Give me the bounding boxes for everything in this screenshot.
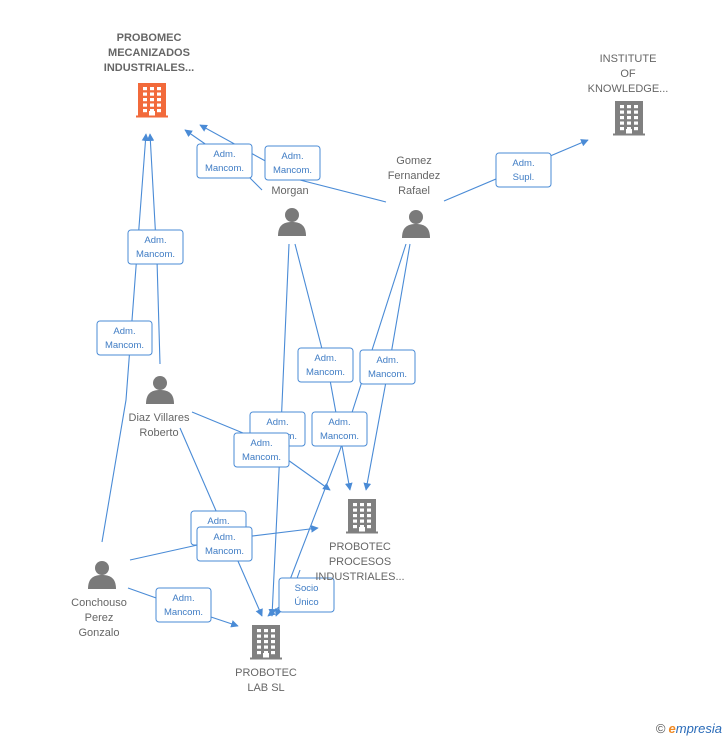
- node-procesos[interactable]: PROBOTEC PROCESOS INDUSTRIALES...: [315, 499, 405, 583]
- node-label-line: Gonzalo: [79, 627, 120, 639]
- edge-label-box: [264, 145, 321, 181]
- node-label-line: Rafael: [398, 185, 430, 197]
- edge-label-7[interactable]: Adm. Mancom.: [359, 349, 416, 385]
- edge-label-box: [359, 349, 416, 385]
- edge-label-text: Adm.: [207, 516, 229, 527]
- edge-label-1[interactable]: Adm. Mancom.: [96, 320, 153, 356]
- node-label-line: OF: [620, 68, 636, 80]
- edge-label-11[interactable]: Adm. Mancom.: [196, 526, 253, 562]
- edge-label-text: Adm.: [213, 149, 235, 160]
- edge-label-9[interactable]: Adm. Mancom.: [233, 432, 290, 468]
- node-label-line: INDUSTRIALES...: [315, 571, 404, 583]
- edge-label-text: Mancom.: [320, 431, 359, 442]
- node-label-line: Conchouso: [71, 597, 127, 609]
- edge-label-box: [297, 347, 354, 383]
- edge-label-box: [127, 229, 184, 265]
- node-label-line: MECANIZADOS: [108, 47, 190, 59]
- person-icon: [278, 208, 306, 236]
- edge-label-text: Adm.: [250, 438, 272, 449]
- edge-label-box: [311, 411, 368, 447]
- edge-label-text: Único: [294, 597, 318, 608]
- edge-label-text: Adm.: [281, 151, 303, 162]
- edge-label-box: [495, 152, 552, 188]
- copyright-symbol: ©: [655, 721, 666, 736]
- building-icon: [136, 83, 168, 118]
- edge-label-text: Mancom.: [136, 249, 175, 260]
- node-label-line: INDUSTRIALES...: [104, 62, 194, 74]
- edge-label-text: Mancom.: [306, 367, 345, 378]
- edge-label-text: Adm.: [328, 417, 350, 428]
- edge-label-text: Socio: [295, 583, 319, 594]
- edge-label-13[interactable]: Adm. Mancom.: [155, 587, 212, 623]
- edge-label-text: Adm.: [314, 353, 336, 364]
- brand-name: mpresia: [675, 721, 722, 736]
- edge-label-text: Mancom.: [273, 165, 312, 176]
- person-icon: [402, 210, 430, 238]
- node-morgan[interactable]: Morgan: [271, 185, 309, 236]
- node-label-line: INSTITUTE: [600, 53, 657, 65]
- edge-label-text: Mancom.: [242, 452, 281, 463]
- node-label-line: Perez: [85, 612, 114, 624]
- edge-label-text: Adm.: [266, 417, 288, 428]
- edge-label-box: [155, 587, 212, 623]
- edge-label-text: Supl.: [513, 172, 535, 183]
- edge-label-text: Adm.: [512, 158, 534, 169]
- edge-label-text: Adm.: [144, 235, 166, 246]
- edge-label-0[interactable]: Adm. Mancom.: [127, 229, 184, 265]
- edge-label-4[interactable]: Adm. Mancom.: [264, 145, 321, 181]
- node-lab[interactable]: PROBOTEC LAB SL: [235, 625, 297, 694]
- edge-label-text: Adm.: [113, 326, 135, 337]
- empresia-watermark[interactable]: ©empresia: [656, 721, 722, 736]
- node-institute[interactable]: INSTITUTE OF KNOWLEDGE...: [588, 53, 669, 136]
- edge-label-6[interactable]: Adm. Mancom.: [297, 347, 354, 383]
- edge-label-text: Mancom.: [205, 546, 244, 557]
- edge-label-box: [196, 143, 253, 179]
- edge-label-box: [96, 320, 153, 356]
- node-label-line: Diaz Villares: [129, 412, 190, 424]
- node-probomec[interactable]: PROBOMEC MECANIZADOS INDUSTRIALES...: [104, 32, 194, 118]
- edge-label-box: [196, 526, 253, 562]
- edge-label-2[interactable]: Adm. Supl.: [495, 152, 552, 188]
- node-label-line: Roberto: [139, 427, 178, 439]
- node-label-line: PROBOTEC: [329, 541, 391, 553]
- edge-label-8[interactable]: Adm. Mancom.: [311, 411, 368, 447]
- edge-line-1: [101, 133, 150, 543]
- edge-label-text: Mancom.: [205, 163, 244, 174]
- node-label-line: PROBOMEC: [117, 32, 182, 44]
- person-icon: [88, 561, 116, 589]
- edge-line-8: [274, 243, 407, 617]
- node-label-line: Fernandez: [388, 170, 441, 182]
- nodes-layer: PROBOMEC MECANIZADOS INDUSTRIALES... INSTIT…: [71, 32, 668, 694]
- edge-label-box: [278, 577, 335, 613]
- edge-label-box: [233, 432, 290, 468]
- building-icon: [346, 499, 378, 534]
- edge-label-text: Adm.: [172, 593, 194, 604]
- node-label-line: Gomez: [396, 155, 431, 167]
- edge-label-text: Adm.: [376, 355, 398, 366]
- node-label-line: Morgan: [271, 185, 308, 197]
- edge-labels-layer: Adm. Mancom. Adm. Mancom. Adm. Supl. Adm. Manco…: [96, 143, 552, 623]
- person-icon: [146, 376, 174, 404]
- building-icon: [250, 625, 282, 660]
- edge-label-text: Adm.: [213, 532, 235, 543]
- edge-label-text: Mancom.: [164, 607, 203, 618]
- node-label-line: KNOWLEDGE...: [588, 83, 669, 95]
- node-label-line: LAB SL: [247, 682, 284, 694]
- edge-label-text: Mancom.: [105, 340, 144, 351]
- edge-label-3[interactable]: Adm. Mancom.: [196, 143, 253, 179]
- node-label-line: PROCESOS: [329, 556, 391, 568]
- brand-initial: e: [668, 721, 676, 736]
- node-label-line: PROBOTEC: [235, 667, 297, 679]
- edge-label-text: Mancom.: [368, 369, 407, 380]
- building-icon: [613, 101, 645, 136]
